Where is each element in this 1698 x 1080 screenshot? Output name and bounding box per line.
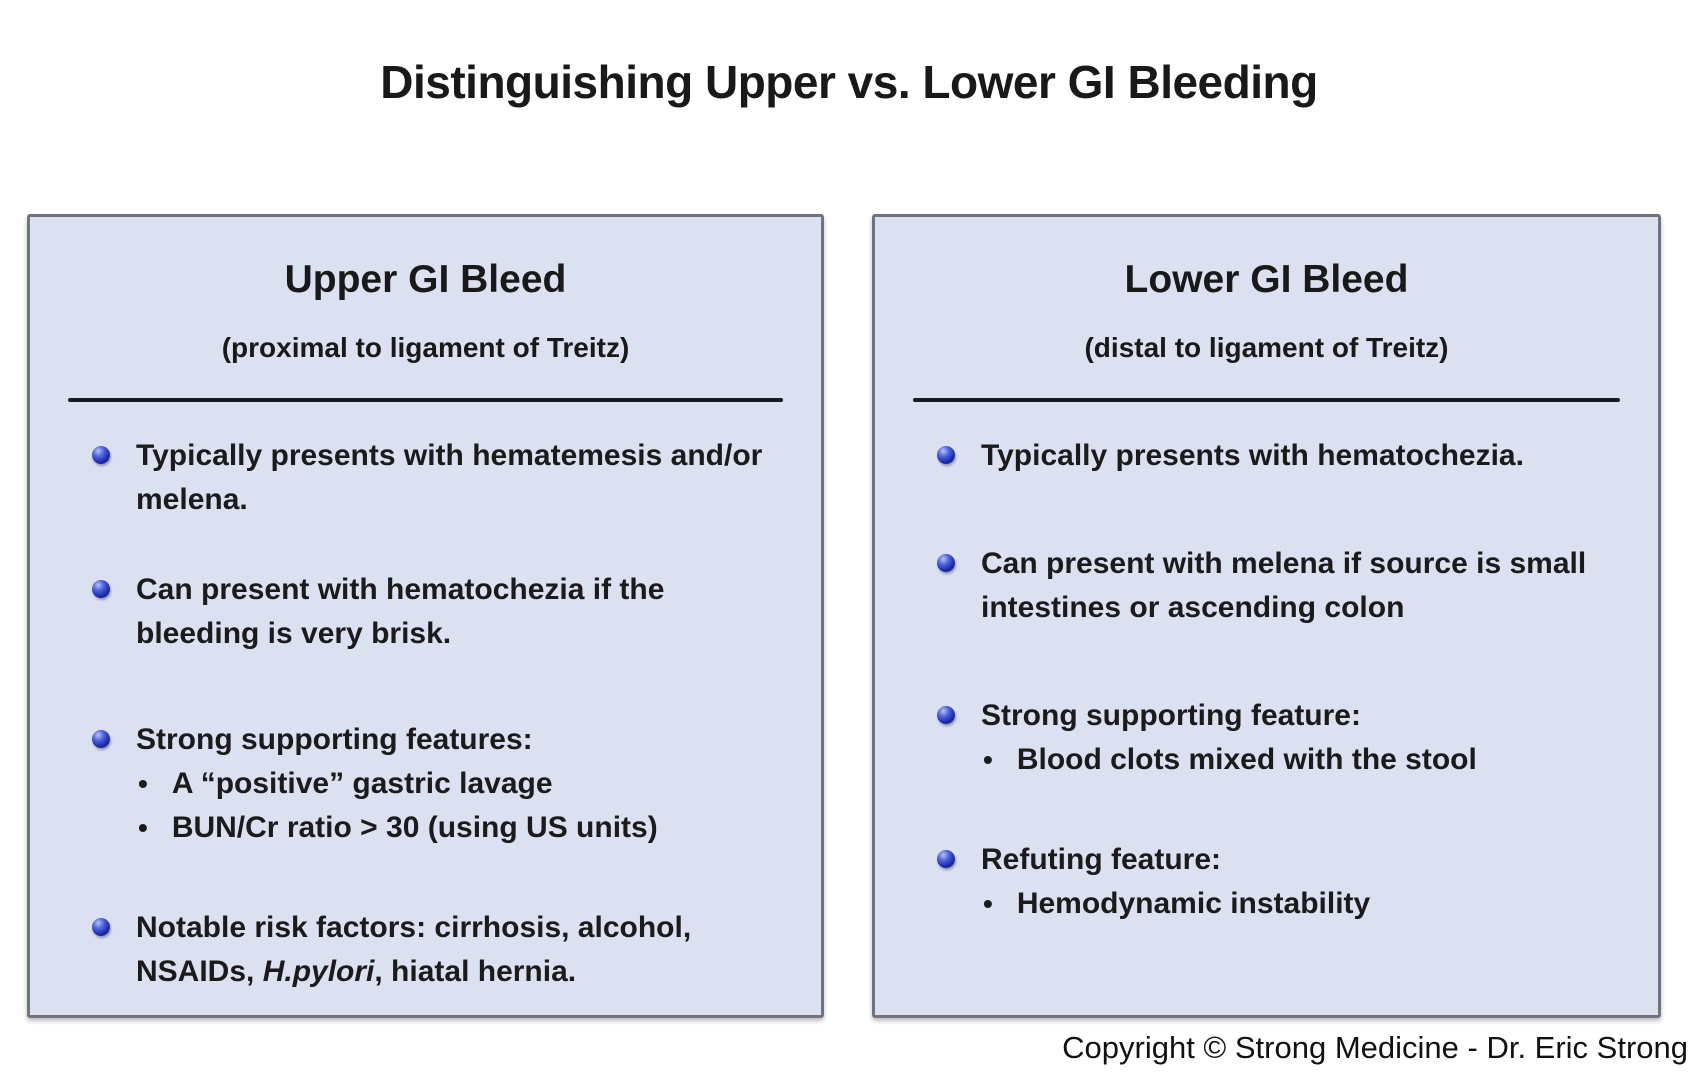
list-item: Refuting feature: • Hemodynamic instabil… [937,838,1630,926]
sphere-bullet-icon [92,918,110,936]
bullet-list-lower: Typically presents with hematochezia. Ca… [937,434,1630,926]
sphere-bullet-icon [92,730,110,748]
list-item-text: Typically presents with hematemesis and/… [136,439,763,516]
sphere-bullet-icon [92,580,110,598]
sub-list-item-text: BUN/Cr ratio > 30 (using US units) [171,811,658,844]
list-item: Notable risk factors: cirrhosis, alcohol… [92,906,793,994]
sub-list-item-text: Blood clots mixed with the stool [1016,743,1477,776]
sphere-bullet-icon [937,446,955,464]
dot-bullet-icon: • [138,768,148,799]
list-item-text: Refuting feature: [981,843,1221,876]
slide-title: Distinguishing Upper vs. Lower GI Bleedi… [380,56,1318,108]
sub-list: • A “positive” gastric lavage • BUN/Cr r… [138,762,793,850]
risk-factors-italic: H.pylori [262,955,375,988]
sphere-bullet-icon [937,554,955,572]
sub-list-item: • A “positive” gastric lavage [138,762,793,806]
risk-factors-pre: Notable risk factors: cirrhosis, alcohol… [136,911,692,988]
panel-subheading-lower: (distal to ligament of Treitz) [1084,332,1449,363]
sub-list-item: • Blood clots mixed with the stool [983,738,1630,782]
dot-bullet-icon: • [983,744,993,775]
list-item-text: Can present with hematochezia if the ble… [136,573,665,650]
panel-lower-gi-bleed: Lower GI Bleed (distal to ligament of Tr… [872,214,1661,1018]
sub-list: • Hemodynamic instability [983,882,1630,926]
list-item: Typically presents with hematochezia. [937,434,1630,478]
list-item: Can present with hematochezia if the ble… [92,568,793,656]
sub-list: • Blood clots mixed with the stool [983,738,1630,782]
list-item-text: Typically presents with hematochezia. [981,439,1524,472]
panel-heading-lower: Lower GI Bleed [1124,258,1409,301]
panel-upper-gi-bleed: Upper GI Bleed (proximal to ligament of … [27,214,824,1018]
header-divider-line [68,398,783,402]
header-divider-line [913,398,1620,402]
list-item-text: Can present with melena if source is sma… [981,547,1587,624]
dot-bullet-icon: • [138,812,148,843]
list-item: Typically presents with hematemesis and/… [92,434,793,522]
sphere-bullet-icon [937,706,955,724]
sub-list-item: • Hemodynamic instability [983,882,1630,926]
list-item-text: Strong supporting feature: [981,699,1361,732]
risk-factors-post: , hiatal hernia. [374,955,577,988]
list-item: Strong supporting features: • A “positiv… [92,718,793,850]
sphere-bullet-icon [937,850,955,868]
bullet-list-upper: Typically presents with hematemesis and/… [92,434,793,994]
sub-list-item-text: Hemodynamic instability [1016,887,1371,920]
list-item-text: Notable risk factors: cirrhosis, alcohol… [136,906,776,994]
list-item: Strong supporting feature: • Blood clots… [937,694,1630,782]
sphere-bullet-icon [92,446,110,464]
sub-list-item-text: A “positive” gastric lavage [171,767,553,800]
sub-list-item: • BUN/Cr ratio > 30 (using US units) [138,806,793,850]
list-item-text: Strong supporting features: [136,723,533,756]
dot-bullet-icon: • [983,888,993,919]
panel-heading-upper: Upper GI Bleed [284,258,567,301]
panel-subheading-upper: (proximal to ligament of Treitz) [221,332,630,363]
list-item: Can present with melena if source is sma… [937,542,1630,630]
copyright-text: Copyright © Strong Medicine - Dr. Eric S… [1062,1030,1688,1065]
